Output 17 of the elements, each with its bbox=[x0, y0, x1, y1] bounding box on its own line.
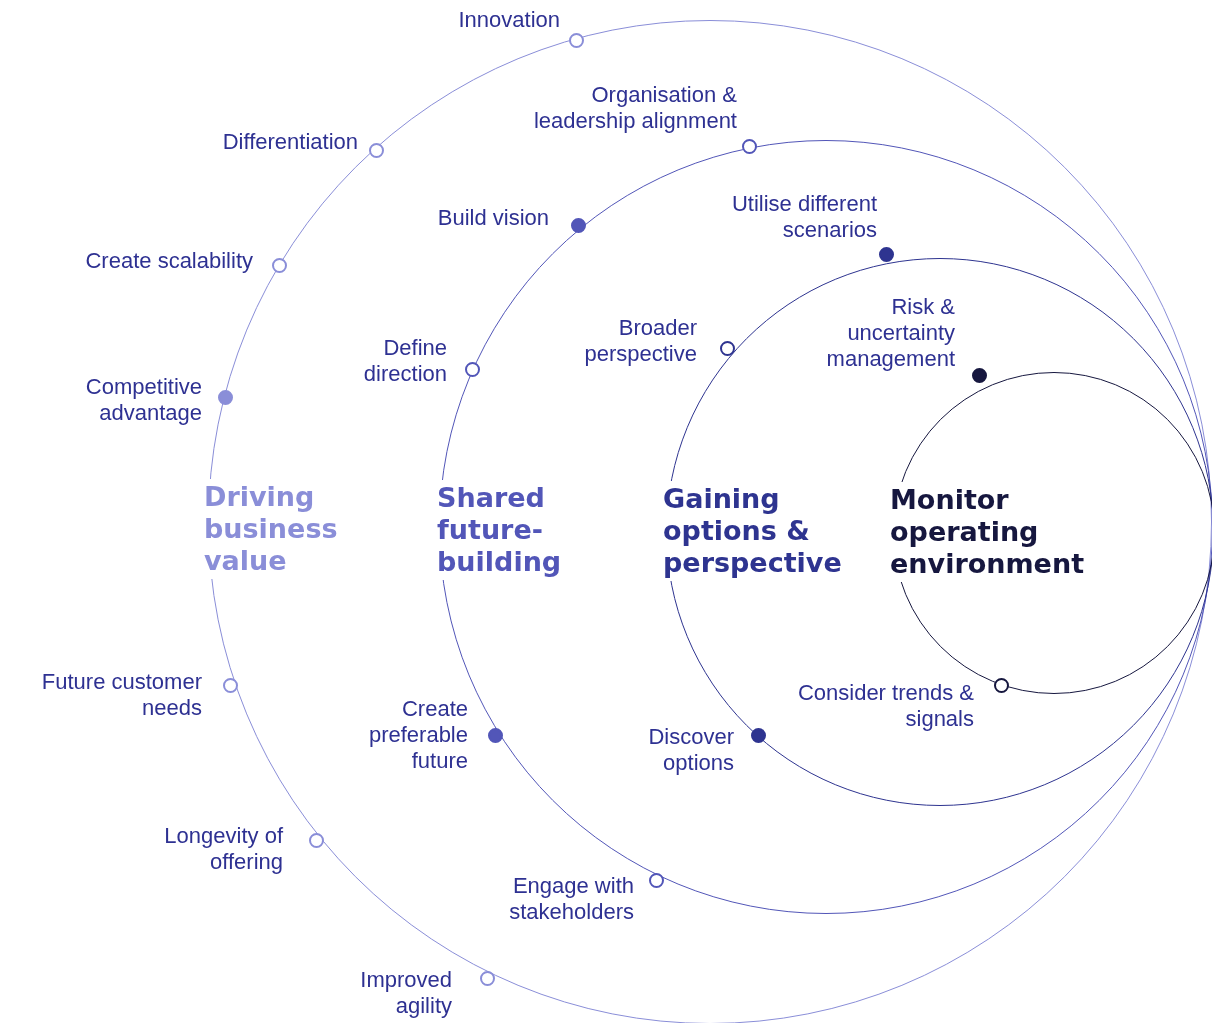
dot-label: Discover options bbox=[647, 724, 734, 776]
dot-label: Create scalability bbox=[84, 248, 253, 274]
dot-label: Improved agility bbox=[359, 967, 452, 1019]
dot-label: Utilise different scenarios bbox=[730, 191, 877, 243]
dot-label: Future customer needs bbox=[40, 669, 202, 721]
dot-label: Define direction bbox=[362, 335, 447, 387]
dot-label: Build vision bbox=[436, 205, 549, 231]
dot-label: Organisation & leadership alignment bbox=[532, 82, 737, 134]
dot-label: Broader perspective bbox=[583, 315, 697, 367]
dot-label: Innovation bbox=[457, 7, 560, 33]
dot-label: Engage with stakeholders bbox=[508, 873, 634, 925]
dot-label: Consider trends & signals bbox=[796, 680, 974, 732]
dot-label: Competitive advantage bbox=[84, 374, 202, 426]
dot-label: Risk & uncertainty management bbox=[825, 294, 955, 372]
dot-label: Create preferable future bbox=[367, 696, 468, 774]
dot-label: Longevity of offering bbox=[163, 823, 283, 875]
dot-label: Differentiation bbox=[221, 129, 358, 155]
